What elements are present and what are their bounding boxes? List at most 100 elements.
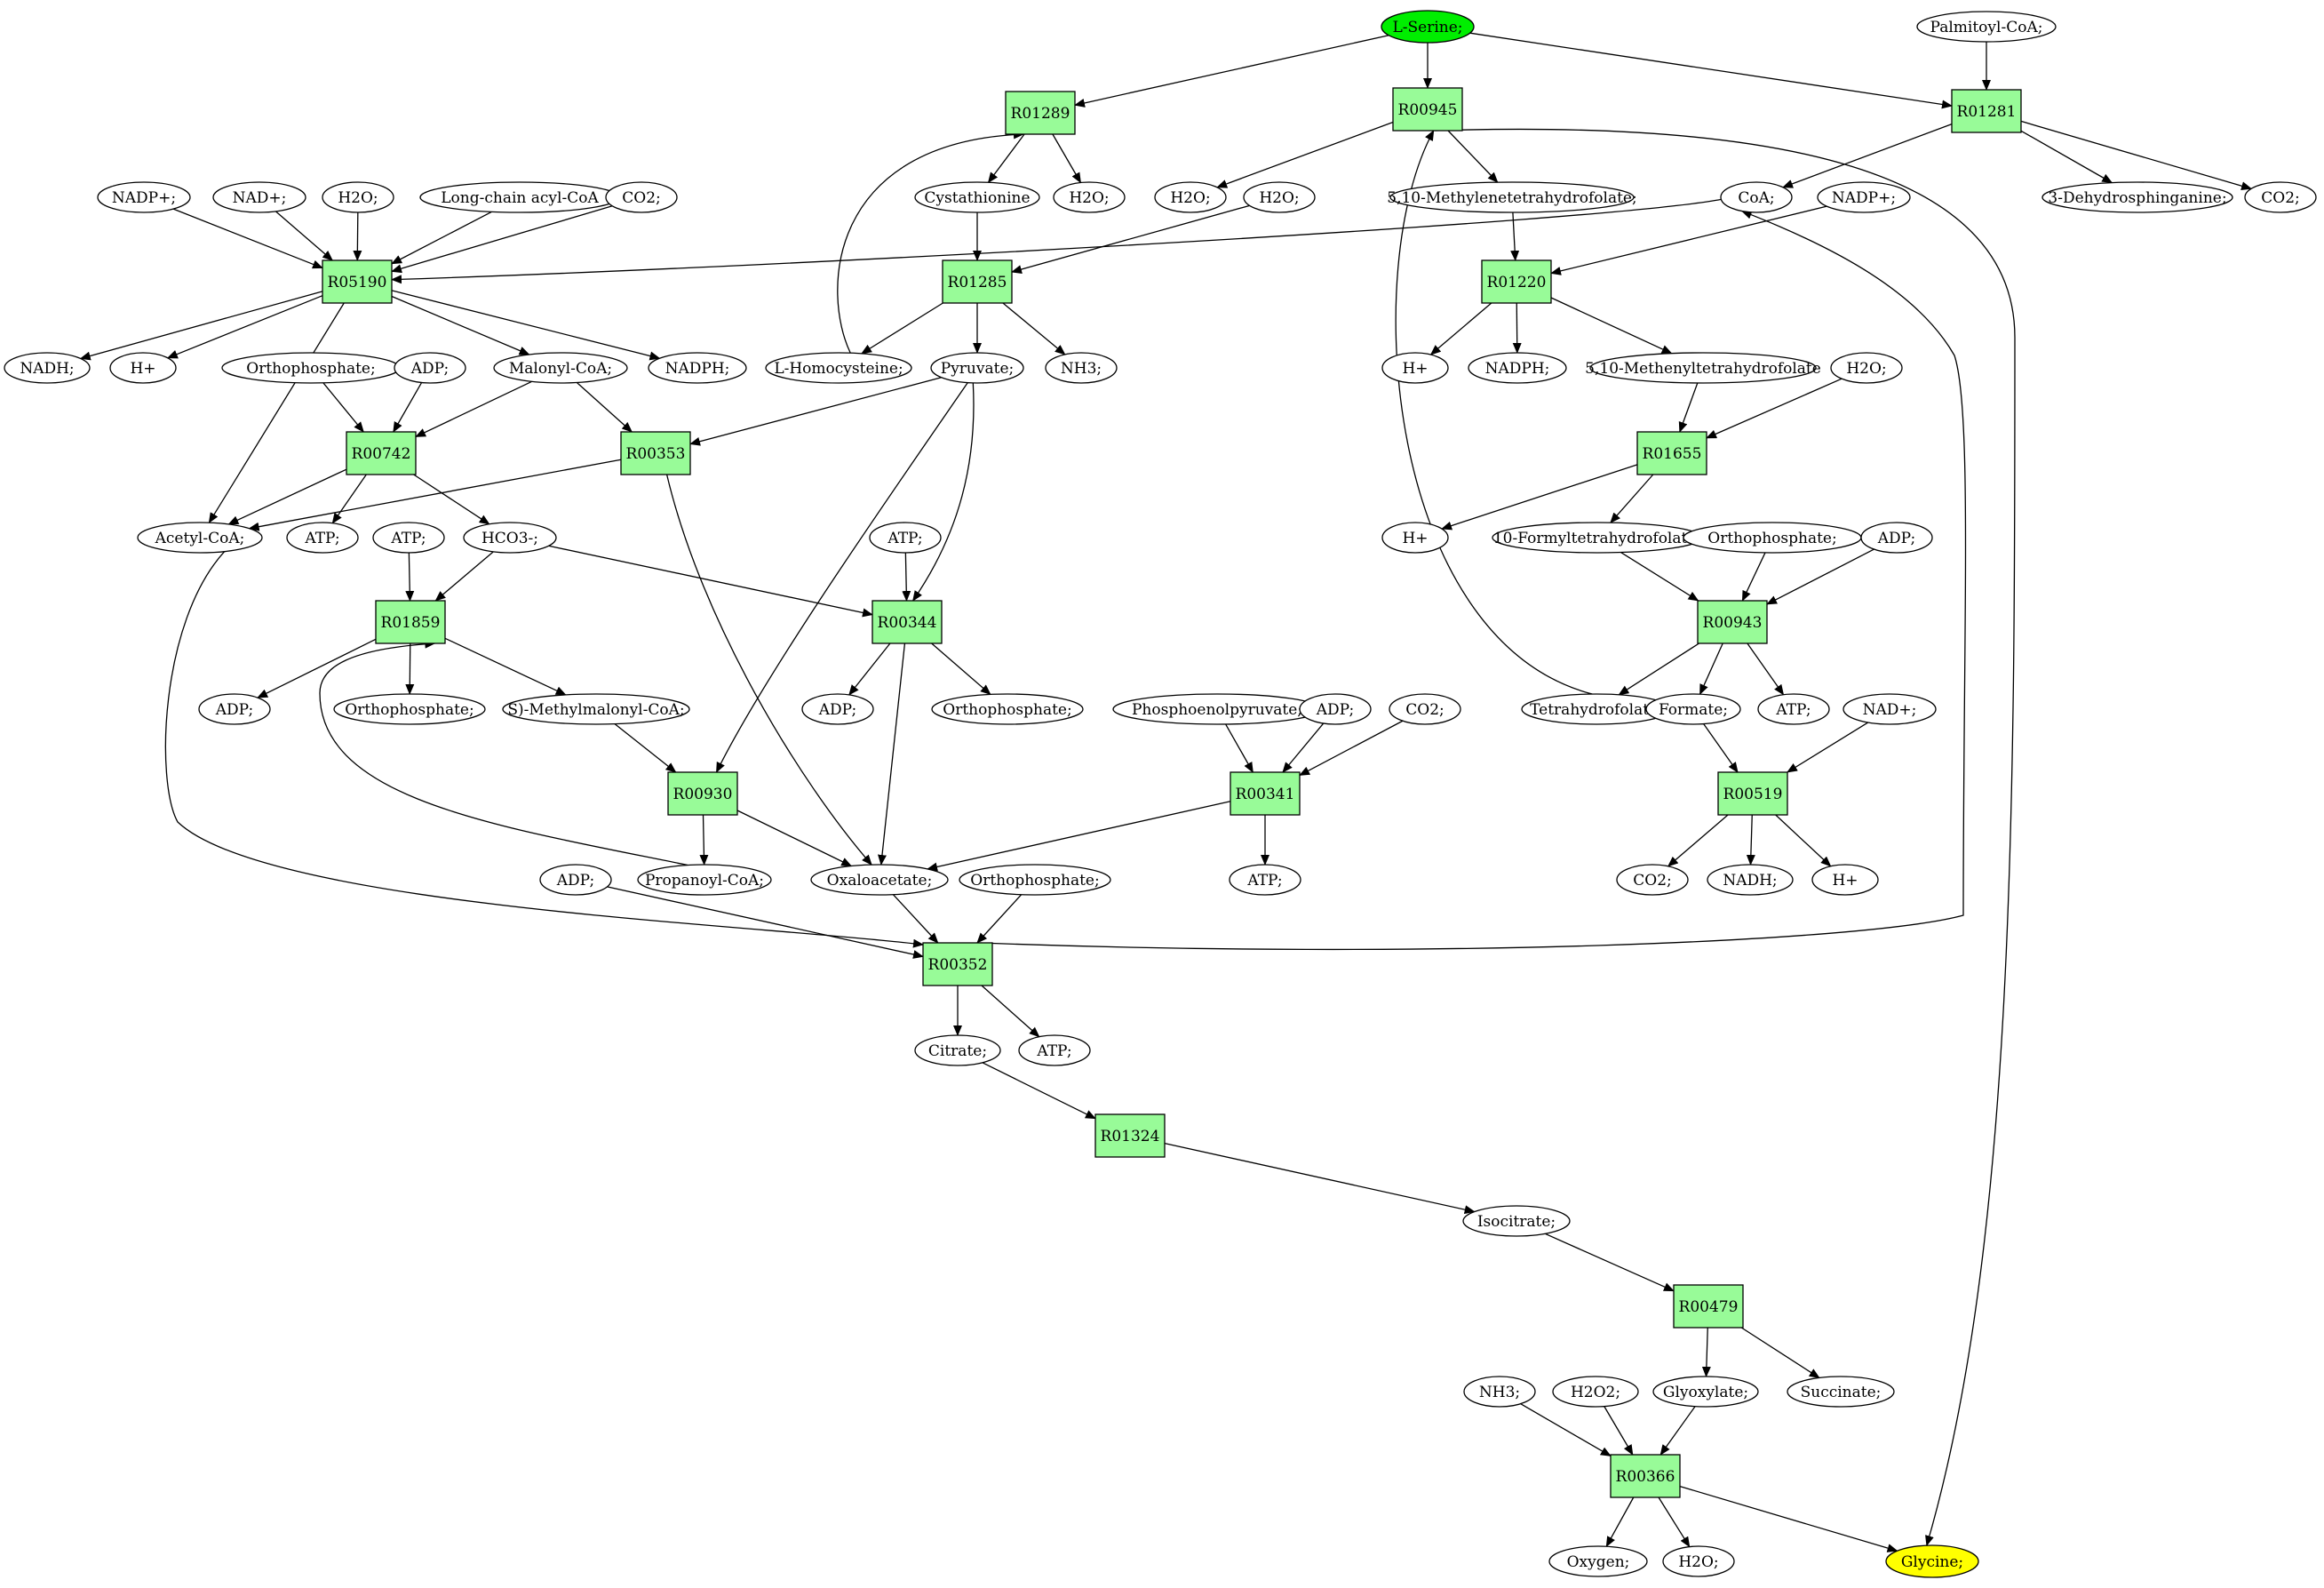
reaction-node-r01285: R01285 (942, 259, 1013, 304)
reaction-box (1392, 87, 1463, 132)
reaction-box (620, 431, 691, 475)
node-label: Long-chain acyl-CoA (441, 189, 599, 207)
node-label: NADP+; (1832, 189, 1896, 207)
edge-r01655-to-h (1441, 464, 1638, 531)
edge-r01289-to-cystathionine (987, 133, 1025, 184)
reaction-box (322, 259, 393, 304)
edge-nadp-to-r01220 (1550, 205, 1827, 275)
edge-co2-to-r05190 (391, 205, 613, 274)
edge-phosphoenolpyruvate-to-r00341 (1225, 723, 1254, 773)
edge-r00344-to-oxaloacetate (878, 642, 906, 866)
edge-r00344-to-adp (848, 642, 891, 696)
edge-r00943-to-tetrahydrofolate (1618, 642, 1699, 696)
edge-h2o2-to-r00366 (1604, 1406, 1634, 1456)
compound-node-h2o: H2O; (1830, 352, 1903, 384)
edge-r00366-to-glycine (1679, 1485, 1898, 1552)
node-label: Phosphoenolpyruvate; (1132, 701, 1302, 719)
reaction-box (1673, 1284, 1744, 1329)
compound-node-orthophosphate: Orthophosphate; (1683, 522, 1862, 554)
compound-ellipse (333, 693, 486, 725)
reaction-box (1636, 431, 1707, 475)
compound-node-nadp: NADP+; (97, 181, 191, 213)
compound-ellipse (372, 522, 445, 554)
compound-ellipse (1548, 1545, 1648, 1577)
edge-r00341-to-oxaloacetate (927, 801, 1231, 872)
compound-ellipse (1389, 693, 1461, 725)
node-label: R00943 (1703, 614, 1763, 632)
node-label: 5,10-Methenyltetrahydrofolate (1585, 360, 1821, 378)
compound-ellipse (931, 693, 1084, 725)
reaction-node-r01324: R01324 (1094, 1113, 1166, 1158)
edge-adp-to-r00742 (393, 382, 423, 433)
reaction-box (942, 259, 1013, 304)
compound-node-citrate: Citrate; (914, 1034, 1001, 1066)
node-label: Orthophosphate; (970, 872, 1099, 890)
reaction-node-r00742: R00742 (346, 431, 417, 475)
node-label: CO2; (2261, 189, 2300, 207)
node-label: H2O; (1846, 360, 1886, 378)
node-label: R01289 (1011, 105, 1070, 123)
edge-r00352-to-atp (981, 985, 1040, 1038)
node-label: Malonyl-CoA; (509, 360, 612, 378)
node-label: NAD+; (1863, 701, 1917, 719)
reaction-box (375, 600, 446, 644)
compound-node-s-methylmalonyl-coa: S)-Methylmalonyl-CoA; (502, 693, 690, 725)
compound-ellipse (1757, 693, 1830, 725)
node-label: NH3; (1061, 360, 1102, 378)
compound-node-10-formyltetrahydrofolate: 10-Formyltetrahydrofolate; (1492, 522, 1703, 554)
edge-r01655-to-10-formyltetrahydrofolate (1610, 474, 1654, 523)
reaction-node-r00943: R00943 (1697, 600, 1768, 644)
node-label: R01655 (1643, 445, 1702, 463)
compound-node-acetyl-coa: Acetyl-CoA; (137, 522, 263, 554)
node-label: ATP; (304, 530, 339, 547)
compound-node-h2o: H2O; (1053, 181, 1126, 213)
node-label: Cystathionine (924, 189, 1030, 207)
node-label: ADP; (215, 701, 253, 719)
reaction-node-r00341: R00341 (1230, 771, 1301, 816)
reaction-node-r01289: R01289 (1005, 91, 1076, 135)
compound-node-orthophosphate: Orthophosphate; (959, 864, 1111, 896)
compound-ellipse (1229, 864, 1301, 896)
compound-node-h2o2: H2O2; (1552, 1376, 1639, 1408)
compound-ellipse (1720, 181, 1793, 213)
node-label: R00519 (1723, 786, 1783, 803)
node-label: NAD+; (233, 189, 287, 207)
compound-ellipse (1885, 1544, 1979, 1578)
node-label: CO2; (622, 189, 661, 207)
edge-h2o-to-r01285 (1011, 204, 1250, 274)
node-label: Citrate; (928, 1042, 987, 1060)
compound-node-nadh: NADH; (4, 352, 91, 384)
node-label: R00344 (878, 614, 937, 632)
compound-node-orthophosphate: Orthophosphate; (333, 693, 486, 725)
node-label: Propanoyl-CoA; (645, 872, 764, 890)
edge-formate-to-r00519 (1703, 723, 1739, 773)
reaction-node-r00352: R00352 (922, 942, 993, 986)
edge-pyruvate-to-r00353 (689, 377, 942, 446)
reaction-box (1481, 259, 1552, 304)
reaction-node-r01655: R01655 (1636, 431, 1707, 475)
edge-r00742-to-hco3 (413, 474, 490, 525)
node-label: R01324 (1101, 1128, 1160, 1145)
edge-hco3-to-r00344 (548, 545, 873, 618)
node-label: Oxaloacetate; (827, 872, 933, 890)
compound-ellipse (637, 864, 772, 896)
compound-ellipse (1463, 1376, 1536, 1408)
compound-ellipse (1389, 181, 1635, 213)
compound-ellipse (765, 352, 912, 384)
compound-node-adp: ADP; (198, 693, 271, 725)
compound-ellipse (2244, 181, 2317, 213)
edge-r05190-to-acetyl-coa (208, 302, 345, 524)
edge-r05190-to-nadph (391, 290, 661, 361)
compound-ellipse (1842, 693, 1937, 725)
node-label: Succinate; (1801, 1384, 1882, 1401)
reaction-box (1005, 91, 1076, 135)
compound-node-nadph: NADPH; (1468, 352, 1567, 384)
node-label: Pyruvate; (941, 360, 1014, 378)
reaction-node-r05190: R05190 (322, 259, 393, 304)
node-label: Formate; (1659, 701, 1728, 719)
reaction-node-r00344: R00344 (872, 600, 943, 644)
edge-r01281-to-coa (1782, 123, 1953, 188)
compound-node-nadp: NADP+; (1817, 181, 1911, 213)
compound-node-nh3: NH3; (1045, 352, 1118, 384)
reaction-box (1717, 771, 1788, 816)
